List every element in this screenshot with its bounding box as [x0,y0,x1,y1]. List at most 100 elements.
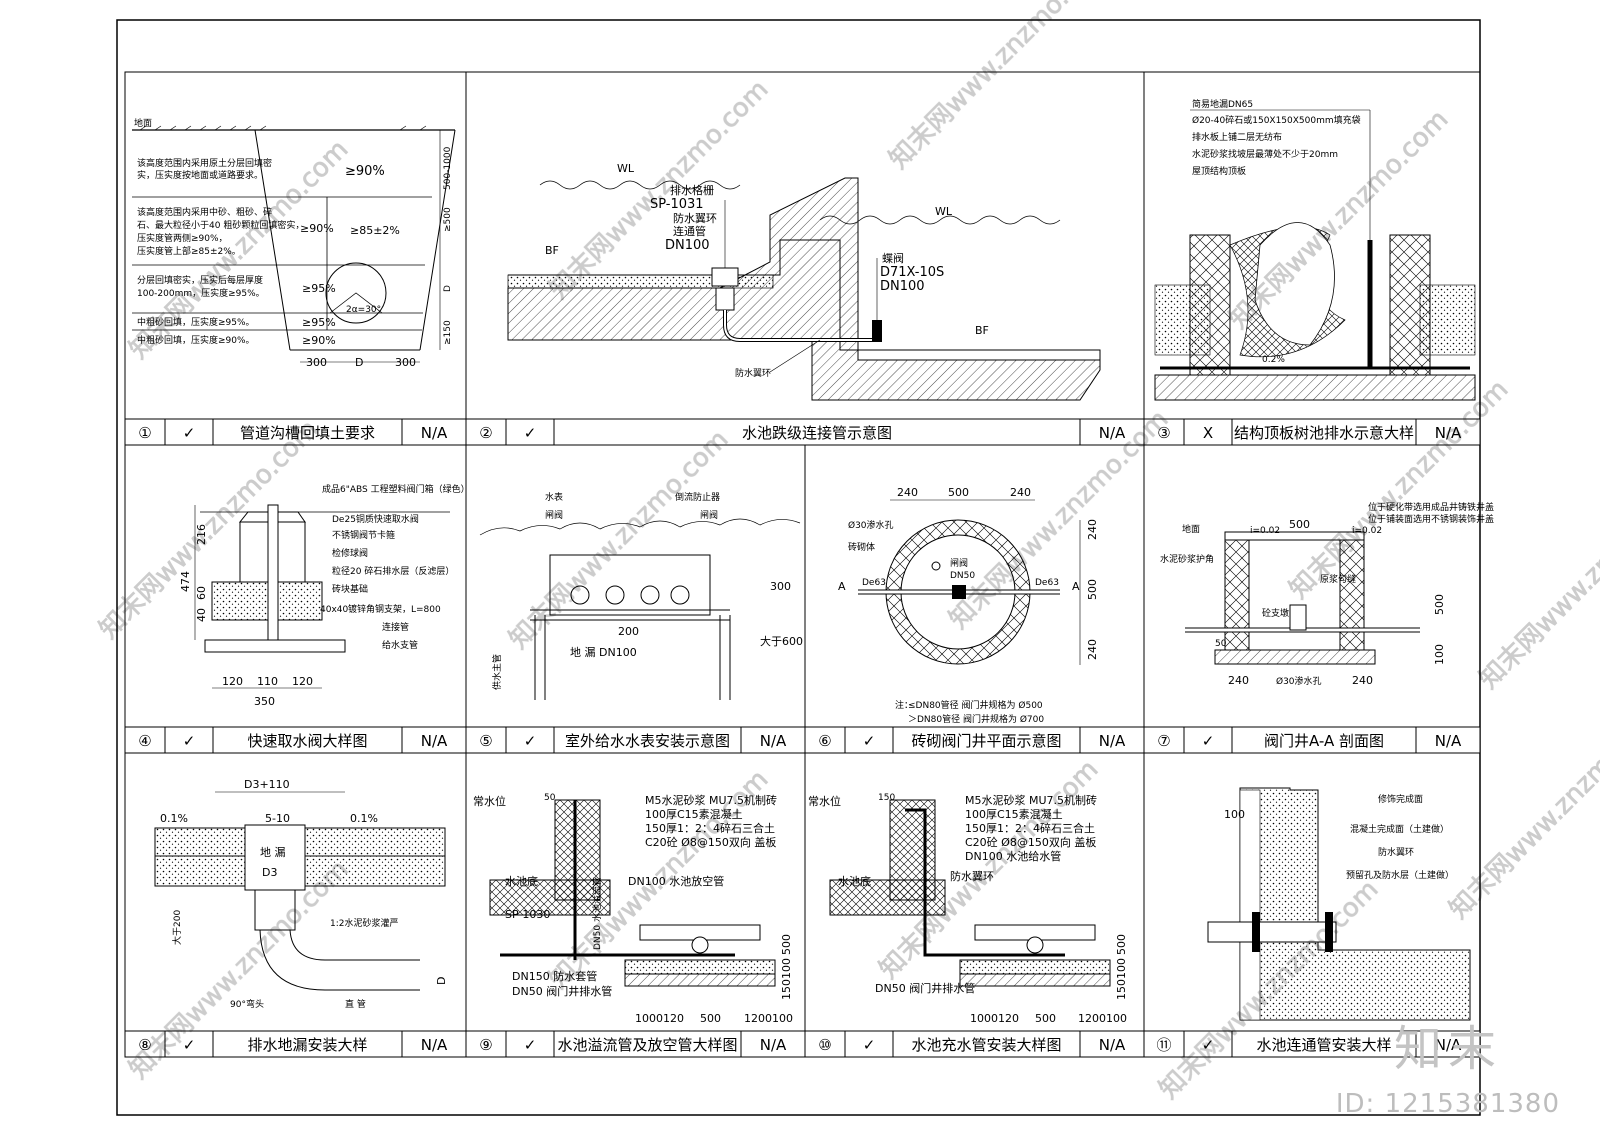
svg-text:镀锌角钢支架，L=800: 镀锌角钢支架，L=800 [348,603,441,615]
svg-text:500: 500 [1115,934,1128,955]
svg-text:地面: 地面 [1182,523,1200,535]
svg-text:D3+110: D3+110 [244,778,290,791]
svg-text:De63: De63 [1035,578,1059,588]
svg-text:50: 50 [544,793,556,803]
svg-text:中粗砂回填，压实度≥90%。: 中粗砂回填，压实度≥90%。 [137,334,255,346]
svg-text:WL: WL [935,205,953,218]
svg-text:闸阀: 闸阀 [700,510,718,521]
svg-text:150厚1：2：4碎石三合土: 150厚1：2：4碎石三合土 [965,821,1095,835]
svg-text:240: 240 [1352,674,1373,687]
svg-text:C20砼 Ø8@150双向 盖板: C20砼 Ø8@150双向 盖板 [645,835,776,849]
svg-text:砖砌体: 砖砌体 [848,541,875,553]
svg-text:防水翼环: 防水翼环 [673,211,717,225]
panel-number: ③ [1157,424,1170,442]
svg-text:检修球阀: 检修球阀 [332,547,368,559]
svg-text:压实度管上部≥85±2%。: 压实度管上部≥85±2%。 [137,245,241,257]
diagram-1-trench-backfill: 地面 ≥90% ≥90% ≥85±2% ≥95% ≥95% ≥90% 2α=30… [132,117,456,369]
svg-text:De63: De63 [862,578,886,588]
diagram-9-overflow-pipe: M5水泥砂浆 MU7.5机制砖 100厚C15素混凝土 150厚1：2：4碎石三… [473,793,793,1025]
panel-title: 快速取水阀大样图 [247,732,367,750]
svg-text:成品6"ABS 工程塑料阀门箱（绿色）: 成品6"ABS 工程塑料阀门箱（绿色） [322,483,470,495]
panel-title: 阀门井A-A 剖面图 [1264,732,1384,750]
svg-text:350: 350 [254,695,275,708]
svg-text:SP-1031: SP-1031 [650,197,704,212]
panel-number: ⑥ [818,732,831,750]
svg-text:150100: 150100 [1115,958,1128,1000]
svg-text:水池底: 水池底 [838,874,871,888]
svg-text:40x40: 40x40 [320,605,349,615]
svg-text:水池底: 水池底 [505,874,538,888]
panel-number: ① [138,424,151,442]
svg-text:i=0.02: i=0.02 [1250,526,1280,536]
panel-title: 管道沟槽回填土要求 [240,424,375,442]
svg-text:SP-1030: SP-1030 [505,908,550,921]
svg-text:≥150: ≥150 [443,320,453,345]
panel-title: 结构顶板树池排水示意大样 [1234,424,1414,442]
svg-text:蝶阀: 蝶阀 [882,251,904,265]
svg-text:≥500: ≥500 [443,207,453,232]
svg-text:500: 500 [780,934,793,955]
svg-text:240: 240 [1010,486,1031,499]
svg-text:100: 100 [1433,644,1446,665]
watermark-text: 知末网www.znzmo.com [884,0,1115,175]
svg-text:A: A [1072,580,1080,593]
svg-text:240: 240 [1086,519,1099,540]
panel-number: ⑨ [479,1036,492,1054]
panel-status: ✓ [524,424,537,442]
svg-text:500: 500 [1035,1012,1056,1025]
svg-text:中粗砂回填，压实度≥95%。: 中粗砂回填，压实度≥95%。 [137,316,255,328]
diagram-2-pool-step-pipe: WL WL BF BF 排水格栅 SP-1031 防水翼环 连通管 DN100 … [507,162,1101,401]
svg-text:90°弯头: 90°弯头 [230,998,264,1010]
svg-text:BF: BF [975,324,989,337]
svg-text:≥95%: ≥95% [302,316,336,329]
svg-text:水表: 水表 [545,491,563,503]
svg-text:DN50 阀门井排水管: DN50 阀门井排水管 [512,984,612,998]
svg-text:水泥砂浆护角: 水泥砂浆护角 [1160,553,1214,565]
svg-text:排水板上铺二层无纺布: 排水板上铺二层无纺布 [1192,131,1282,143]
svg-text:地 漏: 地 漏 [260,846,286,859]
svg-text:500: 500 [1433,594,1446,615]
svg-text:50: 50 [1215,639,1227,649]
title-strip-8 [124,1030,467,1058]
svg-text:D3: D3 [262,866,277,879]
panel-scale: N/A [1099,732,1126,750]
d1-ground: 地面 [134,117,152,129]
svg-text:DN150 防水套管: DN150 防水套管 [512,969,597,983]
svg-text:≥85±2%: ≥85±2% [350,224,400,237]
svg-text:i=0.02: i=0.02 [1352,526,1382,536]
title-strip-2 [465,418,1145,446]
panel-title: 水池连通管安装大样 [1256,1036,1391,1054]
svg-text:100: 100 [1224,808,1245,821]
svg-text:2α=30°: 2α=30° [346,305,381,315]
brand-logo: 知末 [1393,1021,1502,1077]
svg-text:该高度范围内采用原土分层回填密: 该高度范围内采用原土分层回填密 [137,157,272,169]
svg-text:砼支墩: 砼支墩 [1262,607,1289,619]
svg-text:A: A [838,580,846,593]
svg-text:≥90%: ≥90% [300,222,334,235]
panel-status: X [1203,424,1213,442]
svg-text:DN50: DN50 [950,571,975,581]
svg-text:1000120: 1000120 [970,1012,1019,1025]
svg-text:闸阀: 闸阀 [950,558,968,569]
svg-text:注：: 注： [895,699,913,711]
svg-text:倒流防止器: 倒流防止器 [675,491,720,503]
svg-text:修饰完成面: 修饰完成面 [1378,793,1423,805]
svg-text:≥95%: ≥95% [302,282,336,295]
svg-text:预留孔及防水层（土建做）: 预留孔及防水层（土建做） [1346,869,1454,881]
title-strip-6 [804,726,1145,754]
diagram-3-tree-pool-drain: 简易地漏DN65 Ø20-40碎石或150X150X500mm填充袋 排水板上铺… [1154,98,1476,401]
svg-text:150100: 150100 [780,958,793,1000]
svg-text:≤DN80管径 阀门井规格为 Ø500: ≤DN80管径 阀门井规格为 Ø500 [908,699,1043,711]
panel-title: 室外给水水表安装示意图 [565,732,730,750]
svg-text:防水翼环: 防水翼环 [1378,846,1414,858]
svg-text:Ø30渗水孔: Ø30渗水孔 [1276,675,1322,687]
svg-text:≥90%: ≥90% [302,334,336,347]
panel-status: ✓ [863,732,876,750]
svg-text:110: 110 [257,675,278,688]
svg-text:屋顶结构顶板: 屋顶结构顶板 [1192,165,1246,177]
diagram-6-valve-well-plan: 240 500 240 Ø30渗水孔 砖砌体 闸阀 DN50 De63 De63… [838,486,1099,725]
panel-title: 砖砌阀门井平面示意图 [911,732,1061,750]
svg-text:200: 200 [618,625,639,638]
panel-title: 排水地漏安装大样 [247,1036,367,1054]
